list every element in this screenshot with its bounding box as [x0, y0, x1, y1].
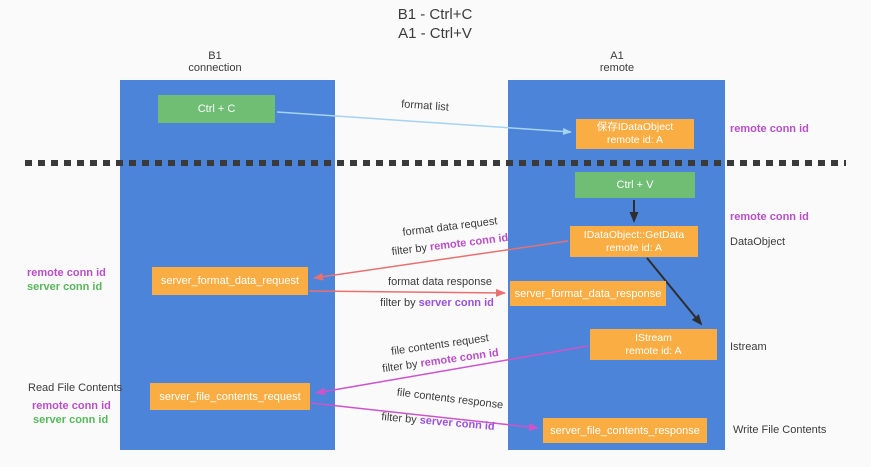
node-server-format-data-response: server_format_data_response — [510, 281, 666, 306]
annotation-write-file-contents: Write File Contents — [733, 424, 827, 436]
node-format-request-label: server_format_data_request — [160, 275, 300, 287]
edge-label-file-contents-response: file contents response — [396, 386, 504, 412]
left-column-subtitle: connection — [188, 62, 242, 74]
right-column-name: A1 — [610, 50, 624, 62]
node-istream-line1: IStream — [635, 331, 672, 344]
server-conn-id-text: server conn id — [419, 414, 496, 433]
node-saved-dataobject: 保存IDataObject remote id: A — [576, 119, 694, 149]
node-file-request-label: server_file_contents_request — [159, 390, 301, 403]
node-idataobject-getdata: IDataObject::GetData remote id: A — [570, 226, 698, 257]
annotation-read-file-contents: Read File Contents — [28, 382, 123, 394]
title-line-1: B1 - Ctrl+C — [397, 6, 473, 23]
annotation-remote-conn-id-top: remote conn id — [730, 123, 809, 135]
annotation-remote-conn-id-left1: remote conn id — [27, 267, 106, 279]
left-column-header: B1 connection — [165, 50, 265, 74]
edge-label-filter-server-1: filter by server conn id — [357, 297, 517, 309]
node-ctrl-c: Ctrl + C — [158, 95, 275, 123]
arrow-format-data-response — [308, 288, 506, 297]
node-file-response-label: server_file_contents_response — [550, 424, 700, 437]
node-ctrl-v-label: Ctrl + V — [616, 179, 654, 191]
node-getdata-line1: IDataObject::GetData — [583, 228, 685, 241]
node-saved-dataobject-line1: 保存IDataObject — [596, 121, 674, 133]
left-column-name: B1 — [208, 50, 222, 62]
edge-label-format-data-response: format data response — [388, 276, 492, 288]
right-column-subtitle: remote — [599, 62, 635, 74]
annotation-istream: Istream — [730, 341, 767, 353]
annotation-dataobject: DataObject — [730, 236, 786, 248]
node-ctrl-v: Ctrl + V — [575, 172, 695, 198]
filter-by-text: filter by — [380, 297, 419, 309]
server-conn-id-text: server conn id — [418, 297, 494, 309]
filter-by-text: filter by — [380, 411, 421, 427]
annotation-server-conn-id-left1: server conn id — [27, 281, 103, 293]
edge-label-format-list: format list — [400, 98, 450, 114]
edge-label-filter-server-2: filter by server conn id — [358, 409, 518, 435]
node-format-response-label: server_format_data_response — [514, 287, 662, 300]
annotation-remote-conn-id-mid: remote conn id — [730, 211, 809, 223]
node-server-file-contents-request: server_file_contents_request — [150, 383, 310, 410]
annotation-server-conn-id-left2: server conn id — [33, 414, 109, 426]
node-ctrl-c-label: Ctrl + C — [197, 103, 236, 115]
annotation-remote-conn-id-left2: remote conn id — [32, 400, 111, 412]
node-server-file-contents-response: server_file_contents_response — [543, 418, 707, 443]
node-istream: IStream remote id: A — [590, 329, 717, 360]
node-server-format-data-request: server_format_data_request — [152, 267, 308, 295]
node-saved-dataobject-line2: remote id: A — [606, 134, 663, 146]
filter-by-text: filter by — [391, 241, 431, 259]
right-column-header: A1 remote — [567, 50, 667, 74]
node-getdata-line2: remote id: A — [605, 241, 662, 254]
filter-by-text: filter by — [381, 357, 422, 376]
diagram-title: B1 - Ctrl+C A1 - Ctrl+V — [335, 5, 535, 43]
title-line-2: A1 - Ctrl+V — [398, 25, 472, 42]
remote-conn-id-text: remote conn id — [429, 231, 509, 254]
node-istream-line2: remote id: A — [625, 344, 682, 357]
